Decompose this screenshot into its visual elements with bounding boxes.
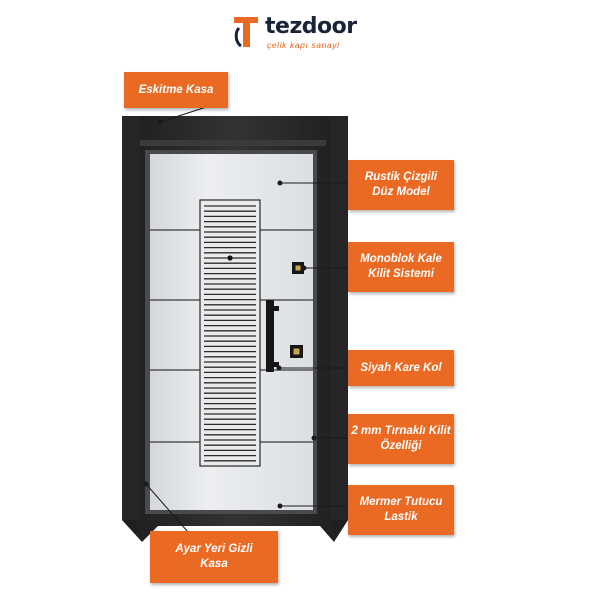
logo-t-icon xyxy=(234,17,258,48)
brand-name: tezdoor xyxy=(265,14,357,39)
callout-claw-lock: 2 mm Tırnaklı Kilit Özelliği xyxy=(348,414,454,464)
callout-rustik-model: Rustik Çizgili Düz Model xyxy=(348,160,454,210)
callout-marble-gasket: Mermer Tutucu Lastik xyxy=(348,485,454,535)
callout-mermer-label: Mermer Tutucu Lastik xyxy=(359,496,443,523)
peephole xyxy=(227,255,233,261)
black-square-handle xyxy=(266,300,274,372)
callout-rustik-label: Rustik Çizgili Düz Model xyxy=(364,171,438,198)
brand-tagline: çelik kapı sanayi xyxy=(267,40,340,50)
rustic-line-panel xyxy=(204,205,256,462)
callout-monoblok-lock: Monoblok Kale Kilit Sistemi xyxy=(348,242,454,292)
callout-eskitme-kasa: Eskitme Kasa xyxy=(124,72,228,108)
callout-siyah-label: Siyah Kare Kol xyxy=(360,361,442,374)
callout-ayar-label: Ayar Yeri Gizli Kasa xyxy=(175,543,253,570)
callout-black-handle: Siyah Kare Kol xyxy=(348,350,454,386)
brand-logo: tezdoor çelik kapı sanayi xyxy=(232,14,362,54)
door-leaf xyxy=(145,150,317,514)
callout-eskitme-label: Eskitme Kasa xyxy=(138,83,214,96)
callout-tirnak-label: 2 mm Tırnaklı Kilit Özelliği xyxy=(351,425,451,452)
callout-hidden-adjust-frame: Ayar Yeri Gizli Kasa xyxy=(150,531,278,583)
callout-monoblok-label: Monoblok Kale Kilit Sistemi xyxy=(360,253,442,280)
